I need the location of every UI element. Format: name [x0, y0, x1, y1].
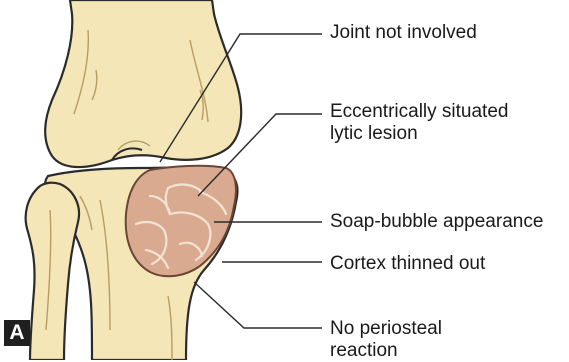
- label-cortex-text: Cortex thinned out: [330, 253, 485, 275]
- fibula: [26, 183, 79, 360]
- fibula-outline: [26, 183, 79, 360]
- lesion-outline: [126, 166, 236, 276]
- label-lytic-line-1: Eccentrically situated: [330, 101, 508, 123]
- lytic-lesion: [126, 166, 236, 276]
- label-joint-not-involved: Joint not involved: [330, 22, 477, 44]
- label-eccentric-lytic-lesion: Eccentrically situated lytic lesion: [330, 101, 508, 145]
- label-soap-text: Soap-bubble appearance: [330, 211, 543, 233]
- label-soap-bubble: Soap-bubble appearance: [330, 211, 543, 233]
- label-cortex-thinned: Cortex thinned out: [330, 253, 485, 275]
- label-periosteal-line-2: reaction: [330, 340, 442, 362]
- label-lytic-line-2: lytic lesion: [330, 123, 508, 145]
- leader-periosteal: [194, 282, 322, 328]
- panel-letter-badge: A: [4, 320, 30, 346]
- label-joint-text: Joint not involved: [330, 22, 477, 44]
- femur: [45, 0, 241, 167]
- label-no-periosteal-reaction: No periosteal reaction: [330, 318, 442, 362]
- label-periosteal-line-1: No periosteal: [330, 318, 442, 340]
